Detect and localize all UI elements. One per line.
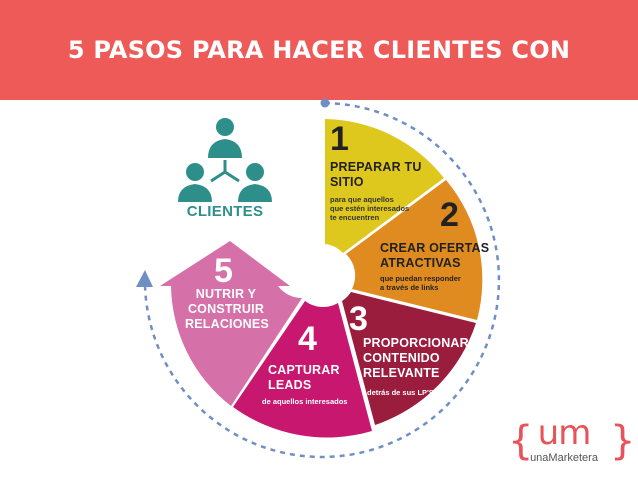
logo-text: unaMarketera — [530, 452, 598, 464]
step-5-title: NUTRIR Y CONSTRUIR RELACIONES — [185, 287, 269, 332]
step-2-title-line: CREAR OFERTAS — [380, 241, 490, 255]
step-1-title-line: PREPARAR TU — [330, 160, 422, 174]
step-5-number: 5 — [214, 252, 233, 290]
logo-right-brace-icon: } — [610, 418, 636, 464]
step-1-desc-line: que estén interesados — [330, 204, 410, 213]
step-5-segment — [160, 241, 302, 406]
step-3-description: detrás de sus LP'S — [367, 388, 434, 397]
step-1-number: 1 — [330, 120, 349, 158]
step-3-title-line: RELEVANTE — [363, 366, 440, 380]
step-4-desc-line: de aquellos interesados — [262, 397, 348, 406]
step-2-segment — [346, 180, 483, 320]
step-2-title: CREAR OFERTAS ATRACTIVAS — [380, 241, 489, 271]
step-4-description: de aquellos interesados — [262, 397, 347, 406]
step-4-title-line: CAPTURAR — [268, 363, 340, 377]
header-banner — [0, 0, 638, 100]
logo-left-brace-icon: { — [508, 418, 534, 464]
dashed-arrow-head — [136, 270, 153, 287]
step-2-title-line: ATRACTIVAS — [380, 256, 461, 270]
step-4-segment — [233, 301, 372, 438]
clients-icon — [178, 118, 272, 202]
step-4-title-line: LEADS — [268, 378, 312, 392]
step-1-segment — [325, 119, 444, 253]
step-5-title-line: CONSTRUIR — [187, 302, 265, 316]
step-3-title: PROPORCIONAR CONTENIDO RELEVANTE — [363, 336, 469, 381]
dashed-cycle-arrow — [143, 101, 501, 459]
step-3-title-line: CONTENIDO — [363, 351, 440, 365]
step-2-description: que puedan responder a través de links — [380, 274, 461, 292]
step-1-desc-line: para que aquellos — [330, 195, 394, 204]
step-2-desc-line: que puedan responder — [380, 274, 461, 283]
step-5-title-line: RELACIONES — [185, 317, 269, 331]
clients-label: CLIENTES — [186, 203, 264, 220]
logo-mark: um — [537, 413, 592, 453]
step-1-title: PREPARAR TU SITIO — [330, 160, 422, 190]
step-1-title-line: SITIO — [330, 175, 364, 189]
step-3-number: 3 — [349, 300, 368, 338]
step-3-title-line: PROPORCIONAR — [363, 336, 469, 350]
dashed-arrow-start-dot — [320, 98, 330, 108]
step-2-number: 2 — [440, 196, 459, 234]
step-4-title: CAPTURAR LEADS — [268, 363, 340, 393]
step-2-desc-line: a través de links — [380, 283, 439, 292]
step-1-description: para que aquellos que estén interesados … — [330, 195, 409, 222]
step-4-number: 4 — [298, 320, 317, 358]
step-3-segment — [342, 292, 476, 425]
step-3-desc-line: detrás de sus LP'S — [367, 388, 434, 397]
step-1-desc-line: te encuentren — [330, 213, 380, 222]
step-5-title-line: NUTRIR Y — [195, 287, 257, 301]
